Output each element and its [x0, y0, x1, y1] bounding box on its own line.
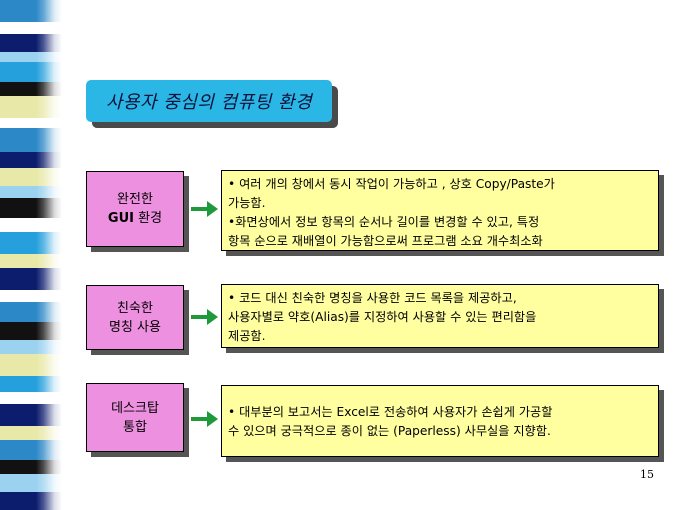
desc-line: 가능함.	[228, 196, 266, 210]
label-line: GUI 환경	[108, 209, 162, 228]
desc-line: • 대부분의 보고서는 Excel로 전송하여 사용자가 손쉽게 가공할	[228, 405, 553, 419]
label-line: 완전한	[117, 192, 153, 207]
desc-line: • 여러 개의 창에서 동시 작업이 가능하고 , 상호 Copy/Paste가	[228, 177, 555, 191]
desc-box-gui: • 여러 개의 창에서 동시 작업이 가능하고 , 상호 Copy/Paste가…	[221, 170, 659, 251]
decorative-strip	[0, 0, 62, 510]
desc-line: 항목 순으로 재배열이 가능함으로써 프로그램 소요 개수최소화	[228, 234, 543, 248]
label-line: 통합	[123, 419, 147, 435]
label-line: 데스크탑	[111, 400, 159, 416]
slide-title: 사용자 중심의 컴퓨팅 환경	[86, 80, 332, 122]
label-box-gui: 완전한 GUI 환경	[86, 171, 184, 247]
label-box-naming: 친숙한 명칭 사용	[86, 285, 184, 350]
page-number: 15	[640, 468, 654, 481]
desc-line: 수 있으며 궁극적으로 종이 없는 (Paperless) 사무실을 지향함.	[228, 424, 551, 438]
desc-line: • 코드 대신 친숙한 명칭을 사용한 코드 목록을 제공하고,	[228, 291, 517, 305]
desc-box-naming: • 코드 대신 친숙한 명칭을 사용한 코드 목록을 제공하고, 사용자별로 약…	[221, 284, 659, 348]
desc-line: 사용자별로 약호(Alias)를 지정하여 사용할 수 있는 편리함을	[228, 310, 537, 324]
label-box-desktop: 데스크탑 통합	[86, 383, 184, 452]
right-arrow-icon	[191, 411, 218, 427]
label-line: 친숙한	[117, 300, 153, 316]
right-arrow-icon	[191, 309, 218, 325]
desc-line: 제공함.	[228, 329, 266, 343]
right-arrow-icon	[191, 201, 218, 217]
label-text: 환경	[134, 211, 163, 226]
desc-box-desktop: • 대부분의 보고서는 Excel로 전송하여 사용자가 손쉽게 가공할 수 있…	[221, 385, 659, 457]
label-bold-text: GUI	[107, 211, 134, 226]
desc-line: •화면상에서 정보 항목의 순서나 길이를 변경할 수 있고, 특정	[228, 215, 540, 229]
label-line: 명칭 사용	[109, 319, 161, 335]
